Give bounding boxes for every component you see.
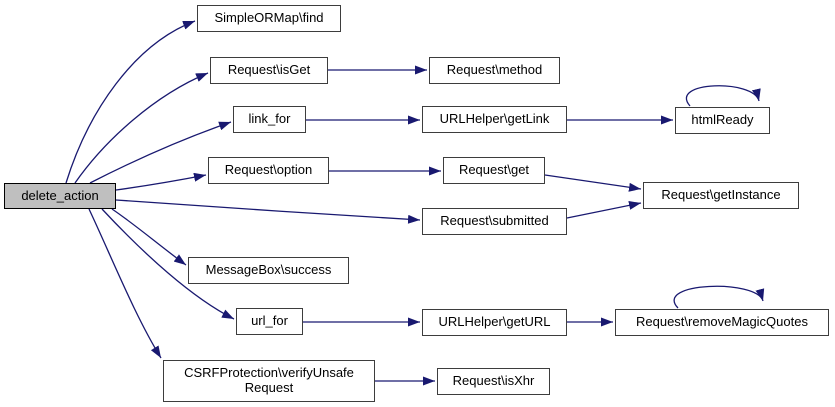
node-url-for[interactable]: url_for: [236, 308, 303, 335]
node-request-method[interactable]: Request\method: [429, 57, 560, 84]
edge-htmlready-self-loop: [685, 85, 761, 107]
edge-delete_action-to-messagebox_success: [111, 208, 187, 266]
edge-delete_action-to-csrf_verifyunsaferequest: [88, 208, 162, 359]
node-delete-action: delete_action: [4, 183, 116, 209]
edge-request_removemagicquotes-self-loop: [673, 285, 765, 309]
node-htmlready[interactable]: htmlReady: [675, 107, 770, 134]
node-link-for[interactable]: link_for: [233, 106, 306, 133]
edge-delete_action-to-request_option: [115, 172, 207, 191]
edge-delete_action-to-request_submitted: [115, 199, 421, 224]
edge-delete_action-to-url_for: [101, 208, 235, 320]
node-messagebox-success[interactable]: MessageBox\success: [188, 257, 349, 284]
node-urlhelper-geturl[interactable]: URLHelper\getURL: [422, 309, 567, 336]
node-request-get[interactable]: Request\get: [443, 157, 545, 184]
node-request-isget[interactable]: Request\isGet: [210, 57, 328, 84]
node-request-removemagicquotes[interactable]: Request\removeMagicQuotes: [615, 309, 829, 336]
edge-delete_action-to-simpleormap_find: [65, 20, 196, 184]
node-request-option[interactable]: Request\option: [208, 157, 329, 184]
node-request-submitted[interactable]: Request\submitted: [422, 208, 567, 235]
node-csrfprotection-verifyunsaferequest[interactable]: CSRFProtection\verifyUnsafe Request: [163, 360, 375, 402]
node-simpleormap-find[interactable]: SimpleORMap\find: [197, 5, 341, 32]
node-request-isxhr[interactable]: Request\isXhr: [437, 368, 550, 395]
node-urlhelper-getlink[interactable]: URLHelper\getLink: [422, 106, 567, 133]
edge-request_submitted-to-request_getinstance: [566, 200, 642, 219]
node-request-getinstance[interactable]: Request\getInstance: [643, 182, 799, 209]
edge-request_get-to-request_getinstance: [544, 174, 642, 192]
edge-delete_action-to-request_isget: [74, 72, 209, 184]
edge-delete_action-to-link_for: [89, 121, 232, 184]
